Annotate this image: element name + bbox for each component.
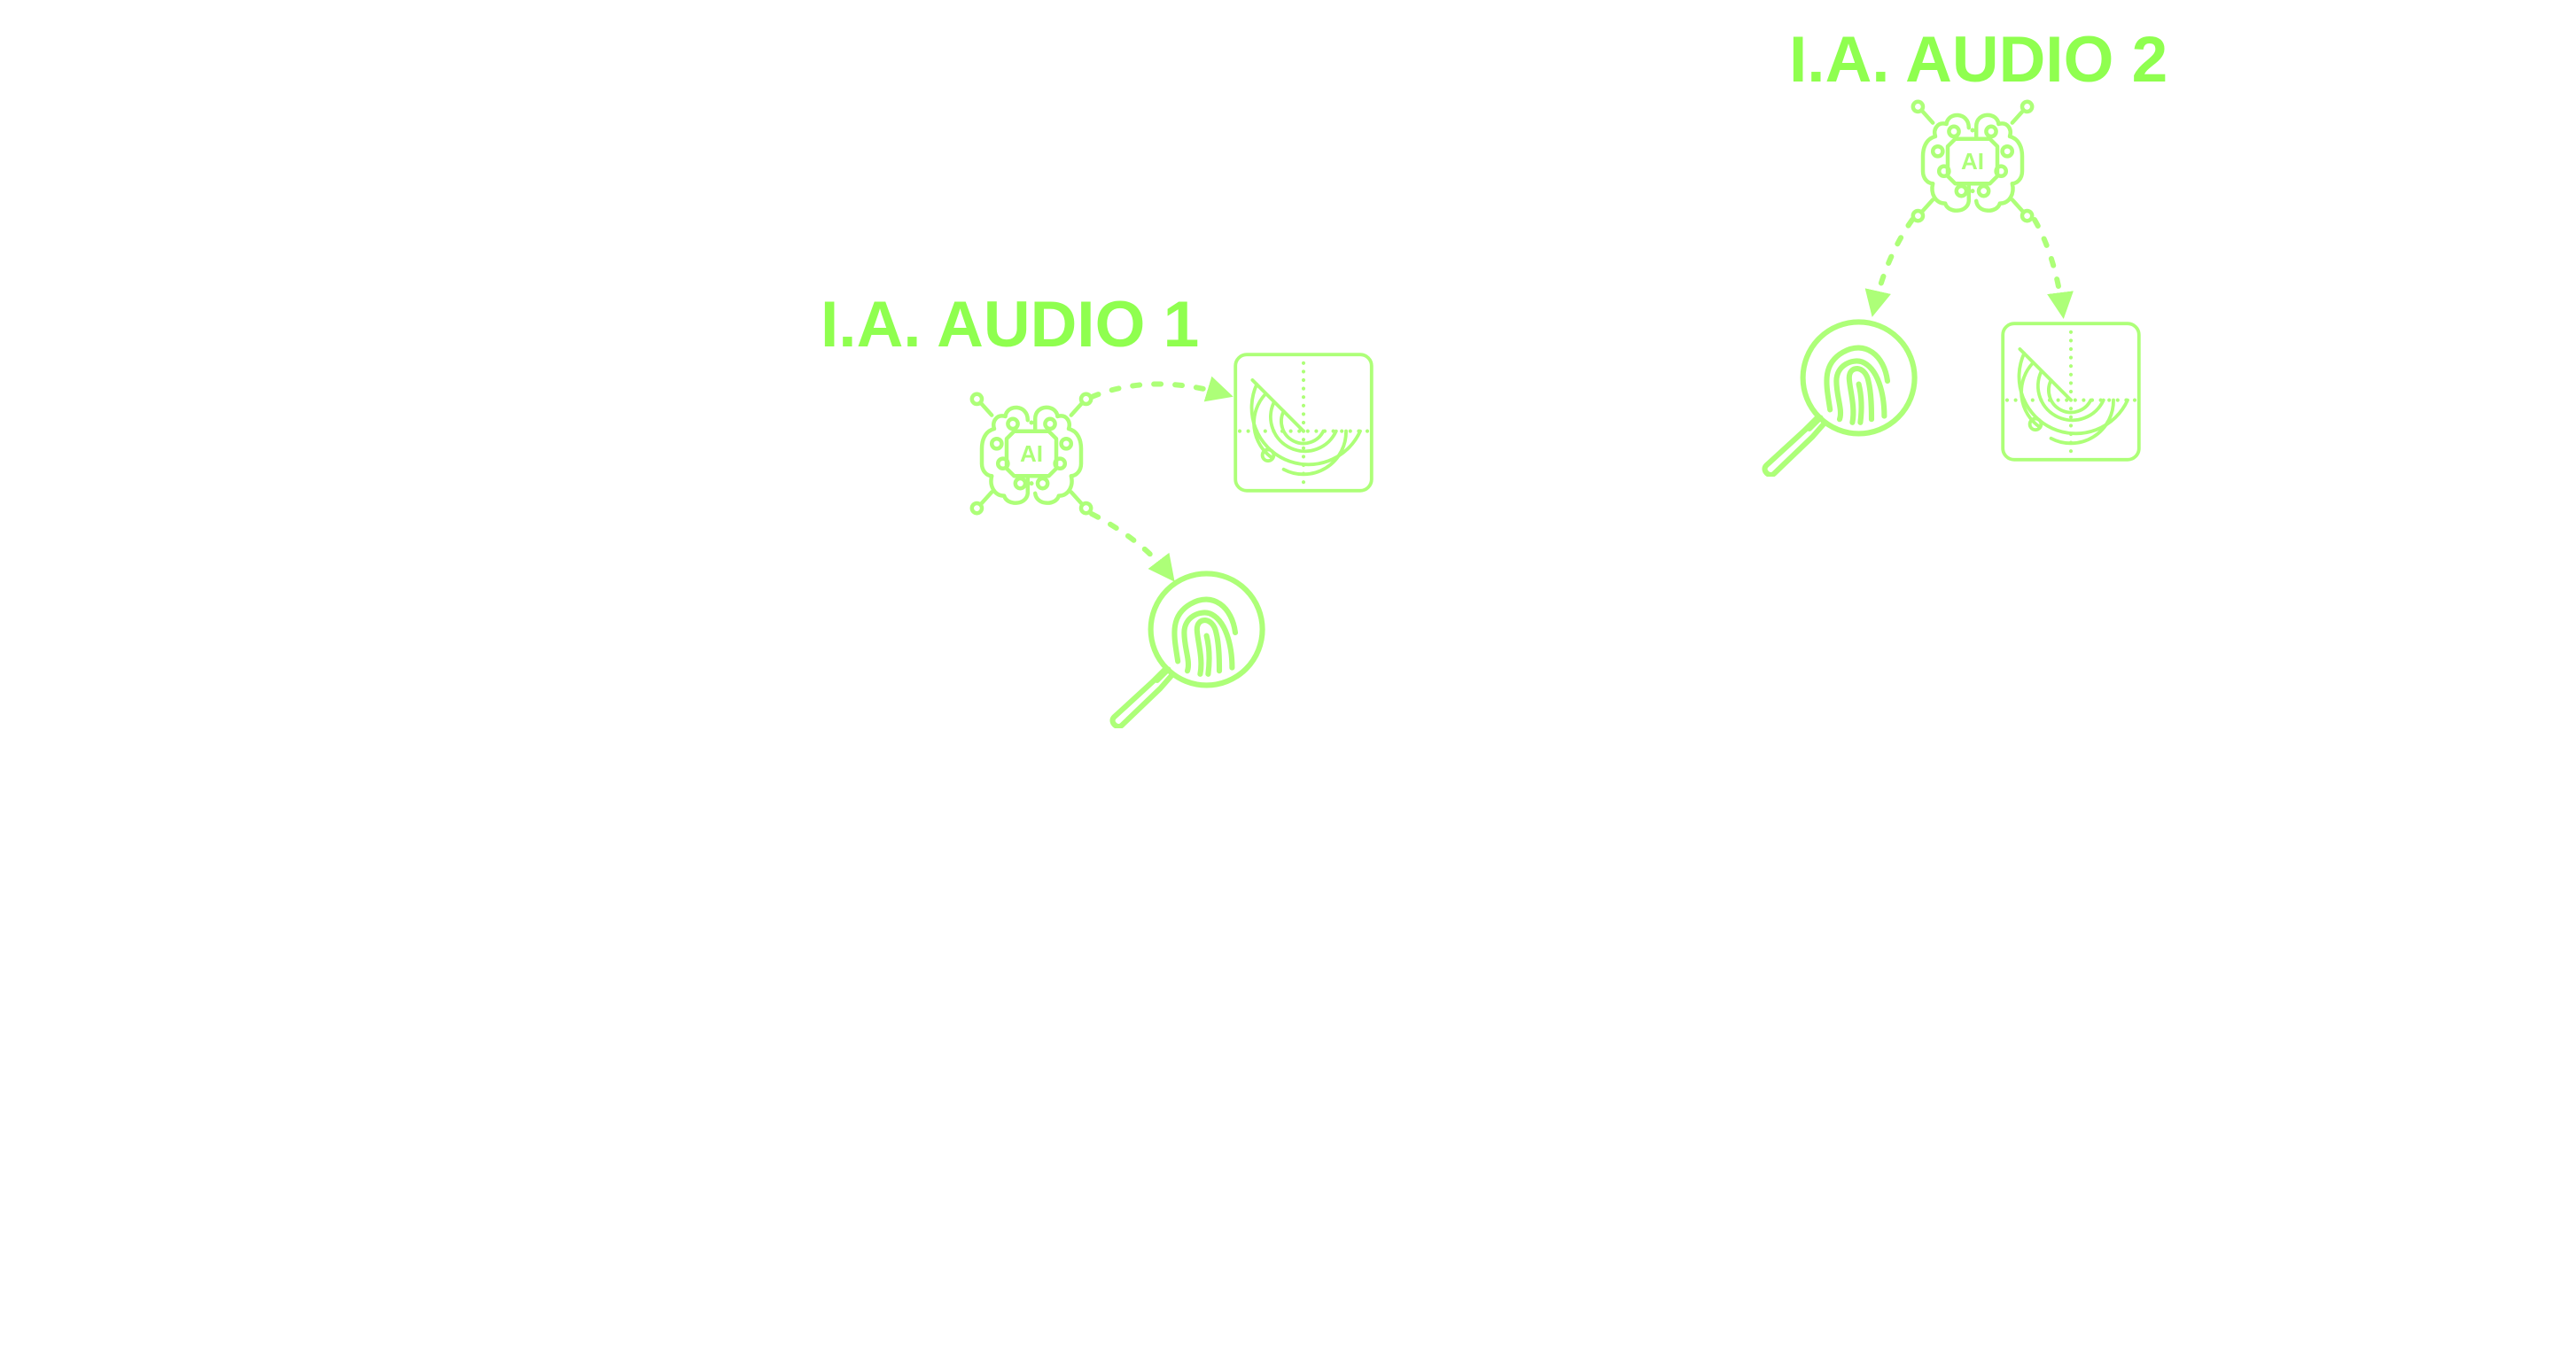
ai-brain-icon: AI <box>969 392 1093 516</box>
group-title: I.A. AUDIO 1 <box>821 289 1200 361</box>
arrow-ai1-to-fingerprint <box>1089 511 1175 582</box>
group-title: I.A. AUDIO 2 <box>1789 24 2168 96</box>
arrow-ai2-to-radar <box>2032 217 2074 319</box>
radar-icon <box>1233 352 1374 493</box>
fingerprint-magnifier-icon <box>1760 317 1919 477</box>
radar-icon <box>2000 321 2142 462</box>
chip-label: AI <box>1961 148 1984 175</box>
arrow-ai2-to-fingerprint <box>1864 217 1915 317</box>
ai-brain-icon: AI <box>1911 99 2035 223</box>
chip-label: AI <box>1020 440 1043 467</box>
arrow-ai1-to-radar <box>1089 376 1234 402</box>
fingerprint-magnifier-icon <box>1108 569 1267 728</box>
